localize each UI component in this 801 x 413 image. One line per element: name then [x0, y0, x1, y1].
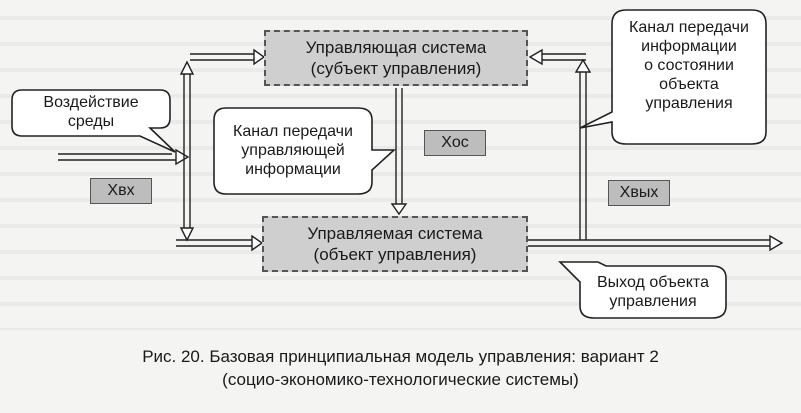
arrow-into-controlled-system — [176, 234, 264, 252]
callout-state-channel-text: Канал передачи информации о состоянии об… — [629, 19, 749, 112]
control-system-label: Управляющая система (субъект управления) — [305, 38, 487, 78]
xin-label: Xвх — [90, 178, 152, 204]
callout-control-channel-text: Канал передачи управляющей информации — [233, 123, 353, 178]
arrow-into-control-system — [190, 48, 266, 66]
xfb-label: Xос — [424, 130, 486, 156]
callout-environment-bubble — [11, 89, 176, 153]
callout-state-channel-bubble — [579, 9, 767, 145]
xout-label: Xвых — [608, 180, 670, 206]
xin-text: Xвх — [107, 182, 135, 199]
arrow-system-output — [528, 234, 784, 252]
arrow-environment-input — [58, 148, 190, 166]
arrow-feedback-into-control-system — [528, 48, 586, 66]
arrow-left-vertical-bus — [179, 60, 195, 242]
figure-caption: Рис. 20. Базовая принципиальная модель у… — [0, 345, 801, 391]
callout-environment-text: Воздействие среды — [43, 94, 139, 130]
controlled-system-label: Управляемая система (объект управления) — [307, 224, 483, 264]
arrow-control-down — [390, 88, 408, 216]
callout-output-text: Выход объекта управления — [597, 274, 709, 310]
controlled-system-box: Управляемая система (объект управления) — [262, 216, 528, 272]
callout-output-bubble — [558, 261, 727, 319]
control-system-box: Управляющая система (субъект управления) — [264, 30, 528, 86]
xfb-text: Xос — [441, 134, 469, 151]
xout-text: Xвых — [619, 184, 659, 201]
caption-line-2: (социо-экономико-технологические системы… — [222, 370, 579, 389]
callout-control-channel-bubble — [213, 107, 397, 195]
caption-line-1: Рис. 20. Базовая принципиальная модель у… — [142, 347, 659, 366]
arrow-feedback-up — [574, 58, 592, 240]
